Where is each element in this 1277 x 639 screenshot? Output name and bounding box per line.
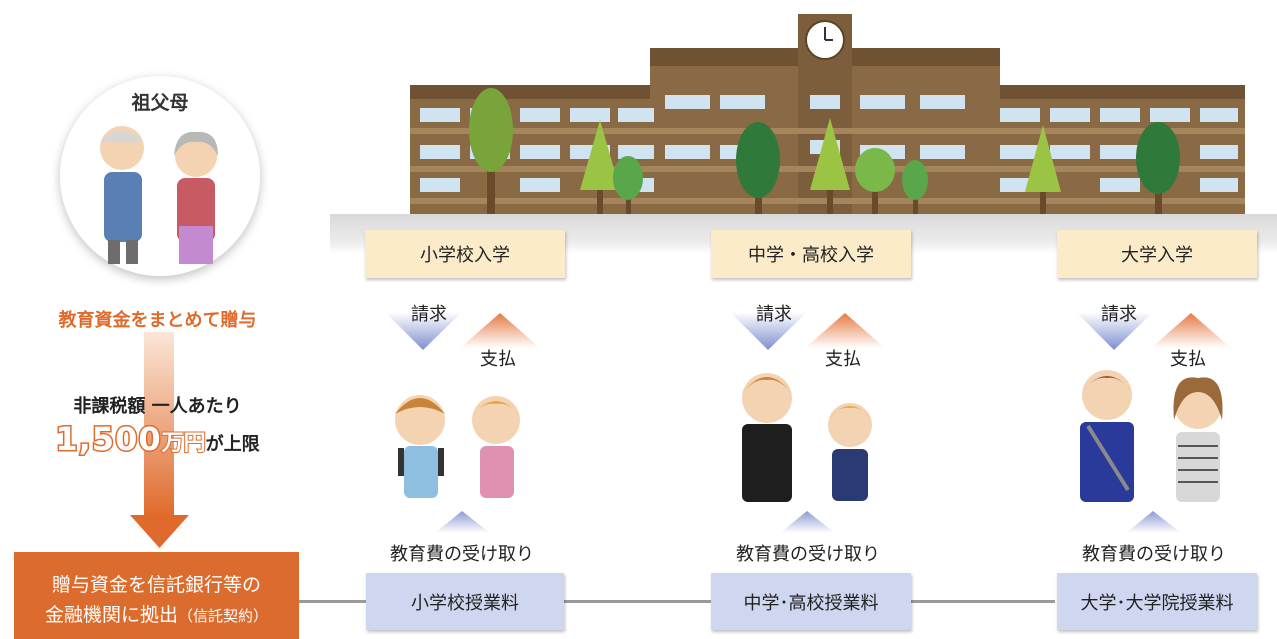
fee-box-university: 大学･大学院授業料 xyxy=(1057,573,1257,630)
trust-line2-main: 金融機関に拠出 xyxy=(44,604,178,626)
trust-box: 贈与資金を信託銀行等の 金融機関に拠出（信託契約） xyxy=(14,552,299,639)
trust-line2: 金融機関に拠出（信託契約） xyxy=(14,600,299,627)
stage-entrance-elementary: 小学校入学 xyxy=(365,230,565,278)
trust-line1: 贈与資金を信託銀行等の xyxy=(51,574,261,596)
tax-free-amount-number: 1,500 xyxy=(54,419,162,460)
school-building-illustration xyxy=(410,14,1245,215)
stage-entrance-university: 大学入学 xyxy=(1057,230,1257,278)
fee-box-middle-high: 中学･高校授業料 xyxy=(711,573,911,630)
tax-free-amount: 1,500万円が上限 xyxy=(30,419,285,460)
tax-free-amount-suffix: が上限 xyxy=(205,434,260,455)
grandparents-label: 祖父母 xyxy=(131,92,189,114)
request-label-university: 請求 xyxy=(1101,304,1137,325)
connector-line xyxy=(299,600,1055,603)
stage-entrance-middle-high: 中学・高校入学 xyxy=(711,230,911,278)
gift-label: 教育資金をまとめて贈与 xyxy=(58,310,257,331)
request-label-elementary: 請求 xyxy=(411,304,447,325)
fee-box-elementary: 小学校授業料 xyxy=(366,573,564,630)
receive-label-elementary: 教育費の受け取り xyxy=(390,544,534,565)
request-label-middle-high: 請求 xyxy=(756,304,792,325)
tax-free-amount-unit: 万円 xyxy=(161,430,207,457)
receive-label-middle-high: 教育費の受け取り xyxy=(736,544,880,565)
tax-free-label: 非課税額 一人あたり xyxy=(73,396,242,417)
receive-label-university: 教育費の受け取り xyxy=(1082,544,1226,565)
trust-line2-note: （信託契約） xyxy=(178,607,269,625)
payment-label-middle-high: 支払 xyxy=(825,349,861,370)
grandparents-illustration xyxy=(100,126,218,264)
payment-label-university: 支払 xyxy=(1170,349,1206,370)
gift-flow-arrow xyxy=(130,332,189,548)
payment-label-elementary: 支払 xyxy=(480,349,516,370)
grandparents-circle: 祖父母 xyxy=(60,76,260,276)
